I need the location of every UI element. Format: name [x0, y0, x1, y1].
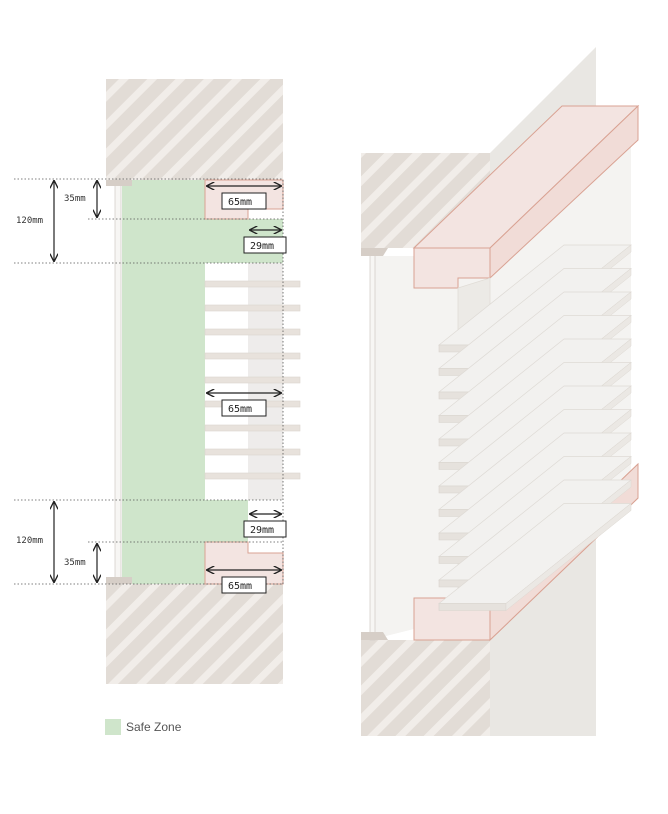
dim-bottom-inner: 35mm: [64, 558, 86, 568]
louver-blade: [204, 448, 301, 456]
louver-blade: [204, 424, 301, 432]
glazing-line: [114, 179, 122, 585]
louver-blades-3d: [438, 244, 632, 612]
legend-safe-zone-label: Safe Zone: [126, 720, 182, 734]
safe-zone-area: [122, 180, 283, 584]
glazing-line-3d: [369, 254, 376, 641]
louver-blade: [204, 352, 301, 360]
top-frame-3d-front: [413, 247, 491, 289]
louver-blade: [204, 376, 301, 384]
dim-bottom-frame-depth: 65mm: [228, 581, 252, 592]
bottom-sill: [106, 577, 132, 584]
bottom-wall-3d: [361, 640, 490, 736]
louver-blade-3d-side: [505, 502, 632, 612]
dim-louver-depth: 65mm: [228, 404, 252, 415]
louver-blade: [204, 280, 301, 288]
legend: Safe Zone: [105, 719, 182, 735]
dim-top-gap: 29mm: [250, 241, 274, 252]
perspective-view: [361, 47, 640, 736]
top-wall: [106, 79, 283, 180]
louver-blade: [204, 304, 301, 312]
louver-blades: [204, 280, 301, 480]
safe-zone-swatch: [105, 719, 121, 735]
louver-blade: [204, 472, 301, 480]
dim-top-inner: 35mm: [64, 194, 86, 204]
bottom-wall: [106, 584, 283, 684]
louver-blade-3d-front: [438, 603, 507, 611]
louver-blade: [204, 328, 301, 336]
dim-top-overall: 120mm: [16, 216, 43, 226]
dim-top-frame-depth: 65mm: [228, 197, 252, 208]
dim-bottom-overall: 120mm: [16, 536, 43, 546]
section-view: 120mm 35mm 120mm 35mm 65mm 29mm 65mm 29m…: [14, 79, 301, 684]
top-sill: [106, 180, 132, 186]
dim-bottom-gap: 29mm: [250, 525, 274, 536]
